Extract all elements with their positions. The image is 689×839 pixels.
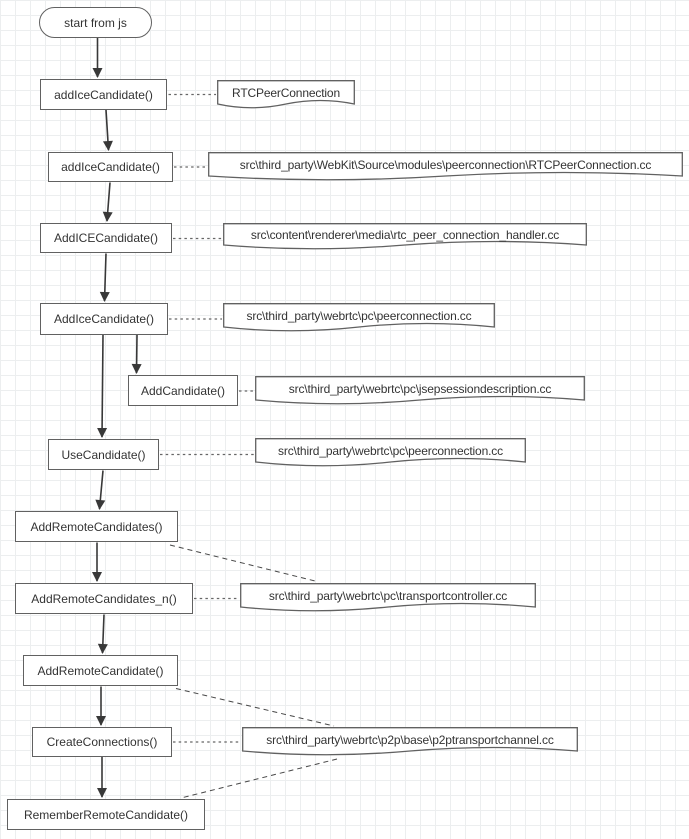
- flow-arrow-webkit-to-handler[interactable]: [102, 182, 113, 222]
- note-label: src\third_party\webrtc\pc\peerconnection…: [246, 309, 472, 323]
- flow-node-usecandidate[interactable]: UseCandidate(): [48, 439, 159, 470]
- note-rtc-peer-connection-handler-cc[interactable]: src\content\renderer\media\rtc_peer_conn…: [223, 223, 587, 252]
- document-shape-outline: [208, 152, 683, 181]
- node-label: start from js: [64, 15, 127, 30]
- node-label: UseCandidate(): [61, 447, 146, 462]
- flow-node-addremotecandidate[interactable]: AddRemoteCandidate(): [23, 655, 178, 686]
- node-label: addIceCandidate(): [61, 160, 160, 174]
- note-transportcontroller-cc[interactable]: src\third_party\webrtc\pc\transportcontr…: [240, 583, 536, 614]
- flow-node-rememberremotecandidate[interactable]: RememberRemoteCandidate(): [7, 799, 205, 830]
- note-link-addremotecandidates-transportcontroller-file[interactable]: [169, 544, 318, 582]
- document-shape-outline: [242, 727, 578, 756]
- note-link-remember-p2p-file[interactable]: [180, 758, 338, 799]
- node-label: AddICECandidate(): [53, 231, 159, 245]
- flow-arrow-handler-to-pc[interactable]: [99, 253, 110, 302]
- note-p2ptransportchannel-cc[interactable]: src\third_party\webrtc\p2p\base\p2ptrans…: [242, 727, 578, 758]
- note-label: RTCPeerConnection: [232, 86, 340, 100]
- document-shape-outline: [217, 80, 355, 109]
- note-label: src\third_party\webrtc\p2p\base\p2ptrans…: [266, 733, 554, 747]
- flow-node-addremotecandidates[interactable]: AddRemoteCandidates(): [15, 511, 178, 542]
- note-label: src\third_party\webrtc\pc\transportcontr…: [268, 589, 508, 603]
- note-jsepsessiondescription-cc[interactable]: src\third_party\webrtc\pc\jsepsessiondes…: [255, 376, 585, 407]
- node-label: RememberRemoteCandidate(): [23, 807, 189, 822]
- flow-node-addicecandidate-pc[interactable]: AddIceCandidate(): [40, 303, 168, 335]
- note-peerconnection-cc-2[interactable]: src\third_party\webrtc\pc\peerconnection…: [255, 438, 526, 469]
- node-label: addIceCandidate(): [54, 87, 153, 102]
- flow-arrow-pc-to-addcandidate[interactable]: [131, 334, 142, 374]
- node-label: AddCandidate(): [140, 383, 226, 398]
- note-label: src\third_party\WebKit\Source\modules\pe…: [239, 158, 652, 172]
- note-rtcpeerconnection[interactable]: RTCPeerConnection: [217, 80, 355, 111]
- flow-node-addcandidate[interactable]: AddCandidate(): [128, 375, 238, 406]
- flow-node-addicecandidate-webkit[interactable]: addIceCandidate(): [48, 152, 173, 182]
- note-label: src\content\renderer\media\rtc_peer_conn…: [250, 228, 560, 242]
- node-label: AddRemoteCandidates(): [30, 519, 163, 534]
- flow-arrow-n-to-addremotecandidate[interactable]: [97, 614, 108, 654]
- document-shape-outline: [255, 438, 526, 467]
- flow-arrow-js-to-webkit[interactable]: [102, 109, 113, 151]
- flow-node-addicecandidate-handler[interactable]: AddICECandidate(): [40, 223, 172, 253]
- node-label: AddIceCandidate(): [53, 312, 155, 326]
- document-shape-outline: [223, 303, 495, 332]
- flow-arrow-usecandidate-to-addremotecandidates[interactable]: [95, 470, 106, 510]
- flow-arrow-pc-to-usecandidate[interactable]: [97, 334, 108, 438]
- document-shape-outline: [255, 376, 585, 405]
- flow-node-addicecandidate-js[interactable]: addIceCandidate(): [40, 79, 167, 110]
- document-shape-outline: [223, 223, 587, 250]
- note-webkit-rtcpeerconnection-cc[interactable]: src\third_party\WebKit\Source\modules\pe…: [208, 152, 683, 183]
- node-label: CreateConnections(): [46, 735, 158, 749]
- flow-node-start[interactable]: start from js: [39, 7, 152, 38]
- node-label: AddRemoteCandidates_n(): [31, 591, 177, 606]
- note-peerconnection-cc-1[interactable]: src\third_party\webrtc\pc\peerconnection…: [223, 303, 495, 334]
- note-label: src\third_party\webrtc\pc\peerconnection…: [278, 444, 503, 458]
- document-shape-outline: [240, 583, 536, 612]
- node-label: AddRemoteCandidate(): [37, 663, 164, 678]
- flow-node-addremotecandidates-n[interactable]: AddRemoteCandidates_n(): [15, 583, 193, 614]
- note-link-addremotecandidate-p2p-file[interactable]: [175, 688, 335, 727]
- flow-node-createconnections[interactable]: CreateConnections(): [32, 727, 172, 757]
- note-label: src\third_party\webrtc\pc\jsepsessiondes…: [288, 382, 552, 396]
